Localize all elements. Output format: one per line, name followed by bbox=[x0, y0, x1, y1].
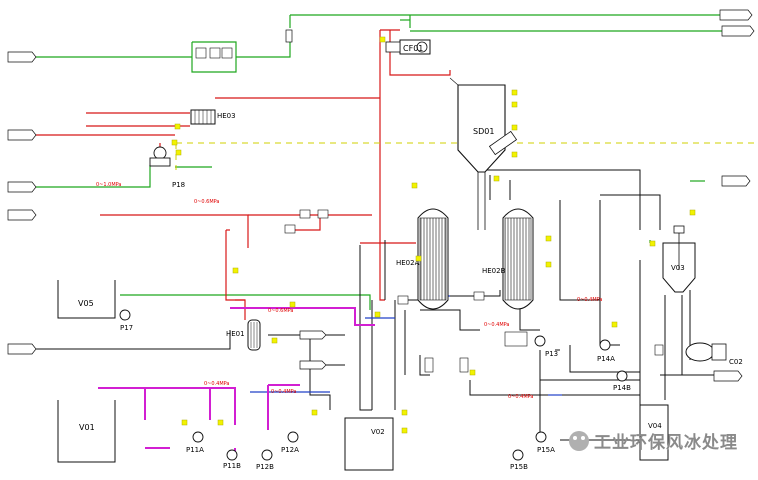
red-pipes bbox=[34, 29, 451, 320]
cf01-label: CF01 bbox=[403, 44, 423, 53]
black-pipes bbox=[34, 169, 730, 441]
v04-label: V04 bbox=[648, 422, 662, 430]
watermark-text: 工业环保风冰处理 bbox=[594, 432, 738, 453]
pressure-note-7: 0~0.4MPa bbox=[508, 394, 534, 400]
p11b-label: P11B bbox=[223, 462, 241, 470]
valve-cluster-top bbox=[195, 29, 293, 59]
pump-p14a bbox=[599, 339, 611, 351]
pump-p13 bbox=[534, 335, 546, 347]
v05-tank: V05 bbox=[57, 280, 116, 319]
p14a-label: P14A bbox=[597, 355, 615, 363]
instrument-markers bbox=[171, 36, 696, 434]
he03-equipment: HE03 bbox=[190, 109, 236, 125]
p11a-label: P11A bbox=[186, 446, 204, 454]
p13-label: P13 bbox=[545, 350, 558, 358]
p18-label: P18 bbox=[172, 181, 185, 189]
c02-label: C02 bbox=[729, 358, 743, 366]
pump-p17 bbox=[119, 309, 131, 321]
p14b-label: P14B bbox=[613, 384, 631, 392]
pressure-note-4: 0~0.4MPa bbox=[577, 297, 603, 303]
pump-p12b bbox=[261, 449, 273, 461]
he01-label: HE01 bbox=[226, 330, 245, 338]
he01-equipment: HE01 bbox=[226, 319, 261, 351]
pump-p12a bbox=[287, 431, 299, 443]
pump-p15b bbox=[512, 449, 524, 461]
v03-label: V03 bbox=[671, 264, 685, 272]
p12a-label: P12A bbox=[281, 446, 299, 454]
pump-p11a bbox=[192, 431, 204, 443]
pump-p18 bbox=[153, 146, 167, 160]
pressure-note-6: 0~0.4MPa bbox=[271, 389, 297, 395]
sd01-label: SD01 bbox=[473, 127, 494, 136]
pump-p14b bbox=[616, 370, 628, 382]
he02a-equipment: HE02A bbox=[396, 208, 449, 310]
pressure-note-3: 0~0.4MPa bbox=[484, 322, 510, 328]
p15a-label: P15A bbox=[537, 446, 555, 454]
v04-tank: V04 bbox=[639, 404, 669, 461]
v02-tank: V02 bbox=[344, 417, 394, 471]
cf01-equipment: CF01 bbox=[385, 39, 431, 55]
he02b-equipment: HE02B bbox=[482, 208, 534, 310]
he02a-label: HE02A bbox=[396, 259, 420, 267]
c02-equipment: C02 bbox=[685, 342, 743, 366]
pressure-note-1: 0~1.0MPa bbox=[96, 182, 122, 188]
magenta-pipes bbox=[98, 307, 375, 455]
pumps bbox=[119, 146, 628, 461]
v01-label: V01 bbox=[79, 423, 95, 432]
pressure-note-2: 0~0.6MPa bbox=[194, 199, 220, 205]
v05-label: V05 bbox=[78, 299, 94, 308]
v02-label: V02 bbox=[371, 428, 385, 436]
watermark: 工业环保风冰处理 bbox=[569, 431, 738, 453]
pressure-notes: 0~1.0MPa 0~0.6MPa 0~0.4MPa 0~0.4MPa 0~0.… bbox=[96, 182, 603, 400]
fittings bbox=[284, 209, 664, 373]
pressure-note-5: 0~0.4MPa bbox=[204, 381, 230, 387]
sd01-equipment: SD01 bbox=[449, 77, 518, 230]
v01-tank: V01 bbox=[57, 400, 116, 463]
pressure-note-8: 0~0.6MPa bbox=[268, 308, 294, 314]
pump-p15a bbox=[535, 431, 547, 443]
pump-tags: P17 P18 P11A P11B P12A P12B P13 P14A P14… bbox=[120, 181, 631, 471]
he02b-label: HE02B bbox=[482, 267, 506, 275]
v03-tank: V03 bbox=[662, 225, 696, 293]
pump-p11b bbox=[226, 449, 238, 461]
p12b-label: P12B bbox=[256, 463, 274, 471]
p17-label: P17 bbox=[120, 324, 133, 332]
pipe-terminals bbox=[7, 9, 755, 382]
he03-label: HE03 bbox=[217, 112, 236, 120]
green-pipes bbox=[34, 14, 740, 310]
p15b-label: P15B bbox=[510, 463, 528, 471]
